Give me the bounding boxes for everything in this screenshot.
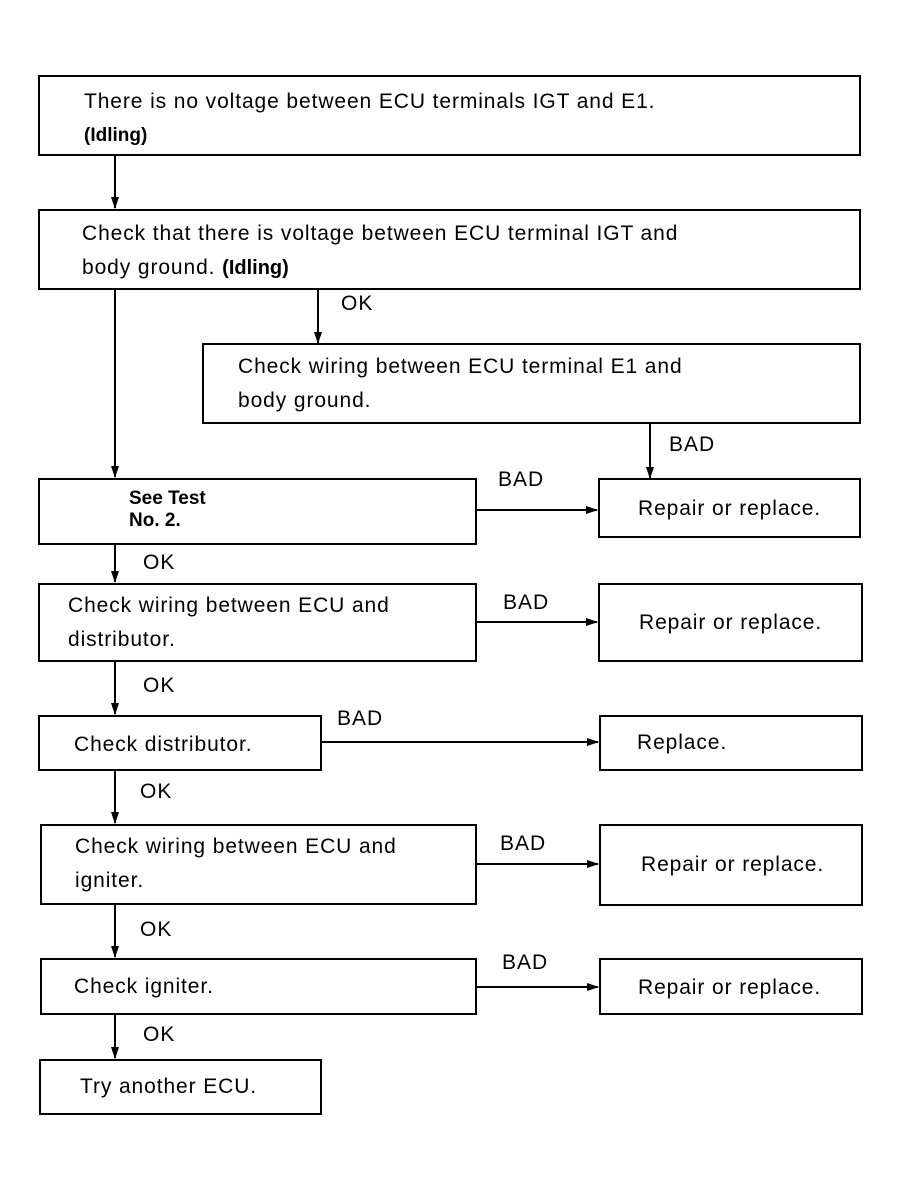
see-test-line1: See Test bbox=[129, 488, 206, 509]
label-bad-1: BAD bbox=[669, 433, 716, 456]
step-try-another-ecu: Try another ECU. bbox=[39, 1059, 322, 1115]
see-test-line2: No. 2. bbox=[129, 510, 181, 531]
action-repair-replace-2-text: Repair or replace. bbox=[639, 611, 823, 634]
check-distributor-text: Check distributor. bbox=[74, 733, 253, 756]
action-replace: Replace. bbox=[599, 715, 863, 771]
check-wiring-igniter-line1: Check wiring between ECU and bbox=[75, 835, 397, 858]
check-igniter-text: Check igniter. bbox=[74, 975, 214, 998]
step-no-voltage-igt-e1: There is no voltage between ECU terminal… bbox=[38, 75, 861, 156]
step-check-igniter: Check igniter. bbox=[40, 958, 477, 1015]
check-wiring-distributor-line2: distributor. bbox=[68, 628, 176, 651]
step-see-test-2: See Test No. 2. bbox=[38, 478, 477, 545]
label-bad-2: BAD bbox=[498, 468, 545, 491]
step-check-voltage-igt-body: Check that there is voltage between ECU … bbox=[38, 209, 861, 290]
label-ok-1: OK bbox=[341, 292, 374, 315]
action-repair-replace-1: Repair or replace. bbox=[598, 478, 861, 538]
step-check-voltage-line2-text: body ground. bbox=[82, 256, 216, 279]
label-ok-5: OK bbox=[140, 918, 173, 941]
step-no-voltage-line2: (Idling) bbox=[84, 125, 148, 146]
action-repair-replace-3-text: Repair or replace. bbox=[641, 853, 825, 876]
step-no-voltage-line1: There is no voltage between ECU terminal… bbox=[84, 90, 656, 113]
label-bad-3: BAD bbox=[503, 591, 550, 614]
action-repair-replace-1-text: Repair or replace. bbox=[638, 497, 822, 520]
label-bad-5: BAD bbox=[500, 832, 547, 855]
step-check-voltage-line2: body ground. (Idling) bbox=[82, 251, 289, 285]
step-check-voltage-line1: Check that there is voltage between ECU … bbox=[82, 222, 679, 245]
step-check-distributor: Check distributor. bbox=[38, 715, 322, 771]
action-repair-replace-4-text: Repair or replace. bbox=[638, 976, 822, 999]
label-ok-6: OK bbox=[143, 1023, 176, 1046]
action-replace-text: Replace. bbox=[637, 731, 728, 754]
try-another-ecu-text: Try another ECU. bbox=[80, 1075, 258, 1098]
step-check-wiring-ecu-igniter: Check wiring between ECU and igniter. bbox=[40, 824, 477, 905]
check-wiring-igniter-line2: igniter. bbox=[75, 869, 145, 892]
step-check-wiring-ecu-distributor: Check wiring between ECU and distributor… bbox=[38, 583, 477, 662]
label-ok-3: OK bbox=[143, 674, 176, 697]
step-check-wiring-e1-line1: Check wiring between ECU terminal E1 and bbox=[238, 355, 683, 378]
label-ok-4: OK bbox=[140, 780, 173, 803]
step-check-wiring-e1-line2: body ground. bbox=[238, 389, 372, 412]
action-repair-replace-3: Repair or replace. bbox=[599, 824, 863, 906]
action-repair-replace-4: Repair or replace. bbox=[599, 958, 863, 1015]
step-check-voltage-idling: (Idling) bbox=[222, 257, 289, 279]
label-bad-6: BAD bbox=[502, 951, 549, 974]
step-check-wiring-e1-body: Check wiring between ECU terminal E1 and… bbox=[202, 343, 861, 424]
check-wiring-distributor-line1: Check wiring between ECU and bbox=[68, 594, 390, 617]
label-ok-2: OK bbox=[143, 551, 176, 574]
action-repair-replace-2: Repair or replace. bbox=[598, 583, 863, 662]
label-bad-4: BAD bbox=[337, 707, 384, 730]
